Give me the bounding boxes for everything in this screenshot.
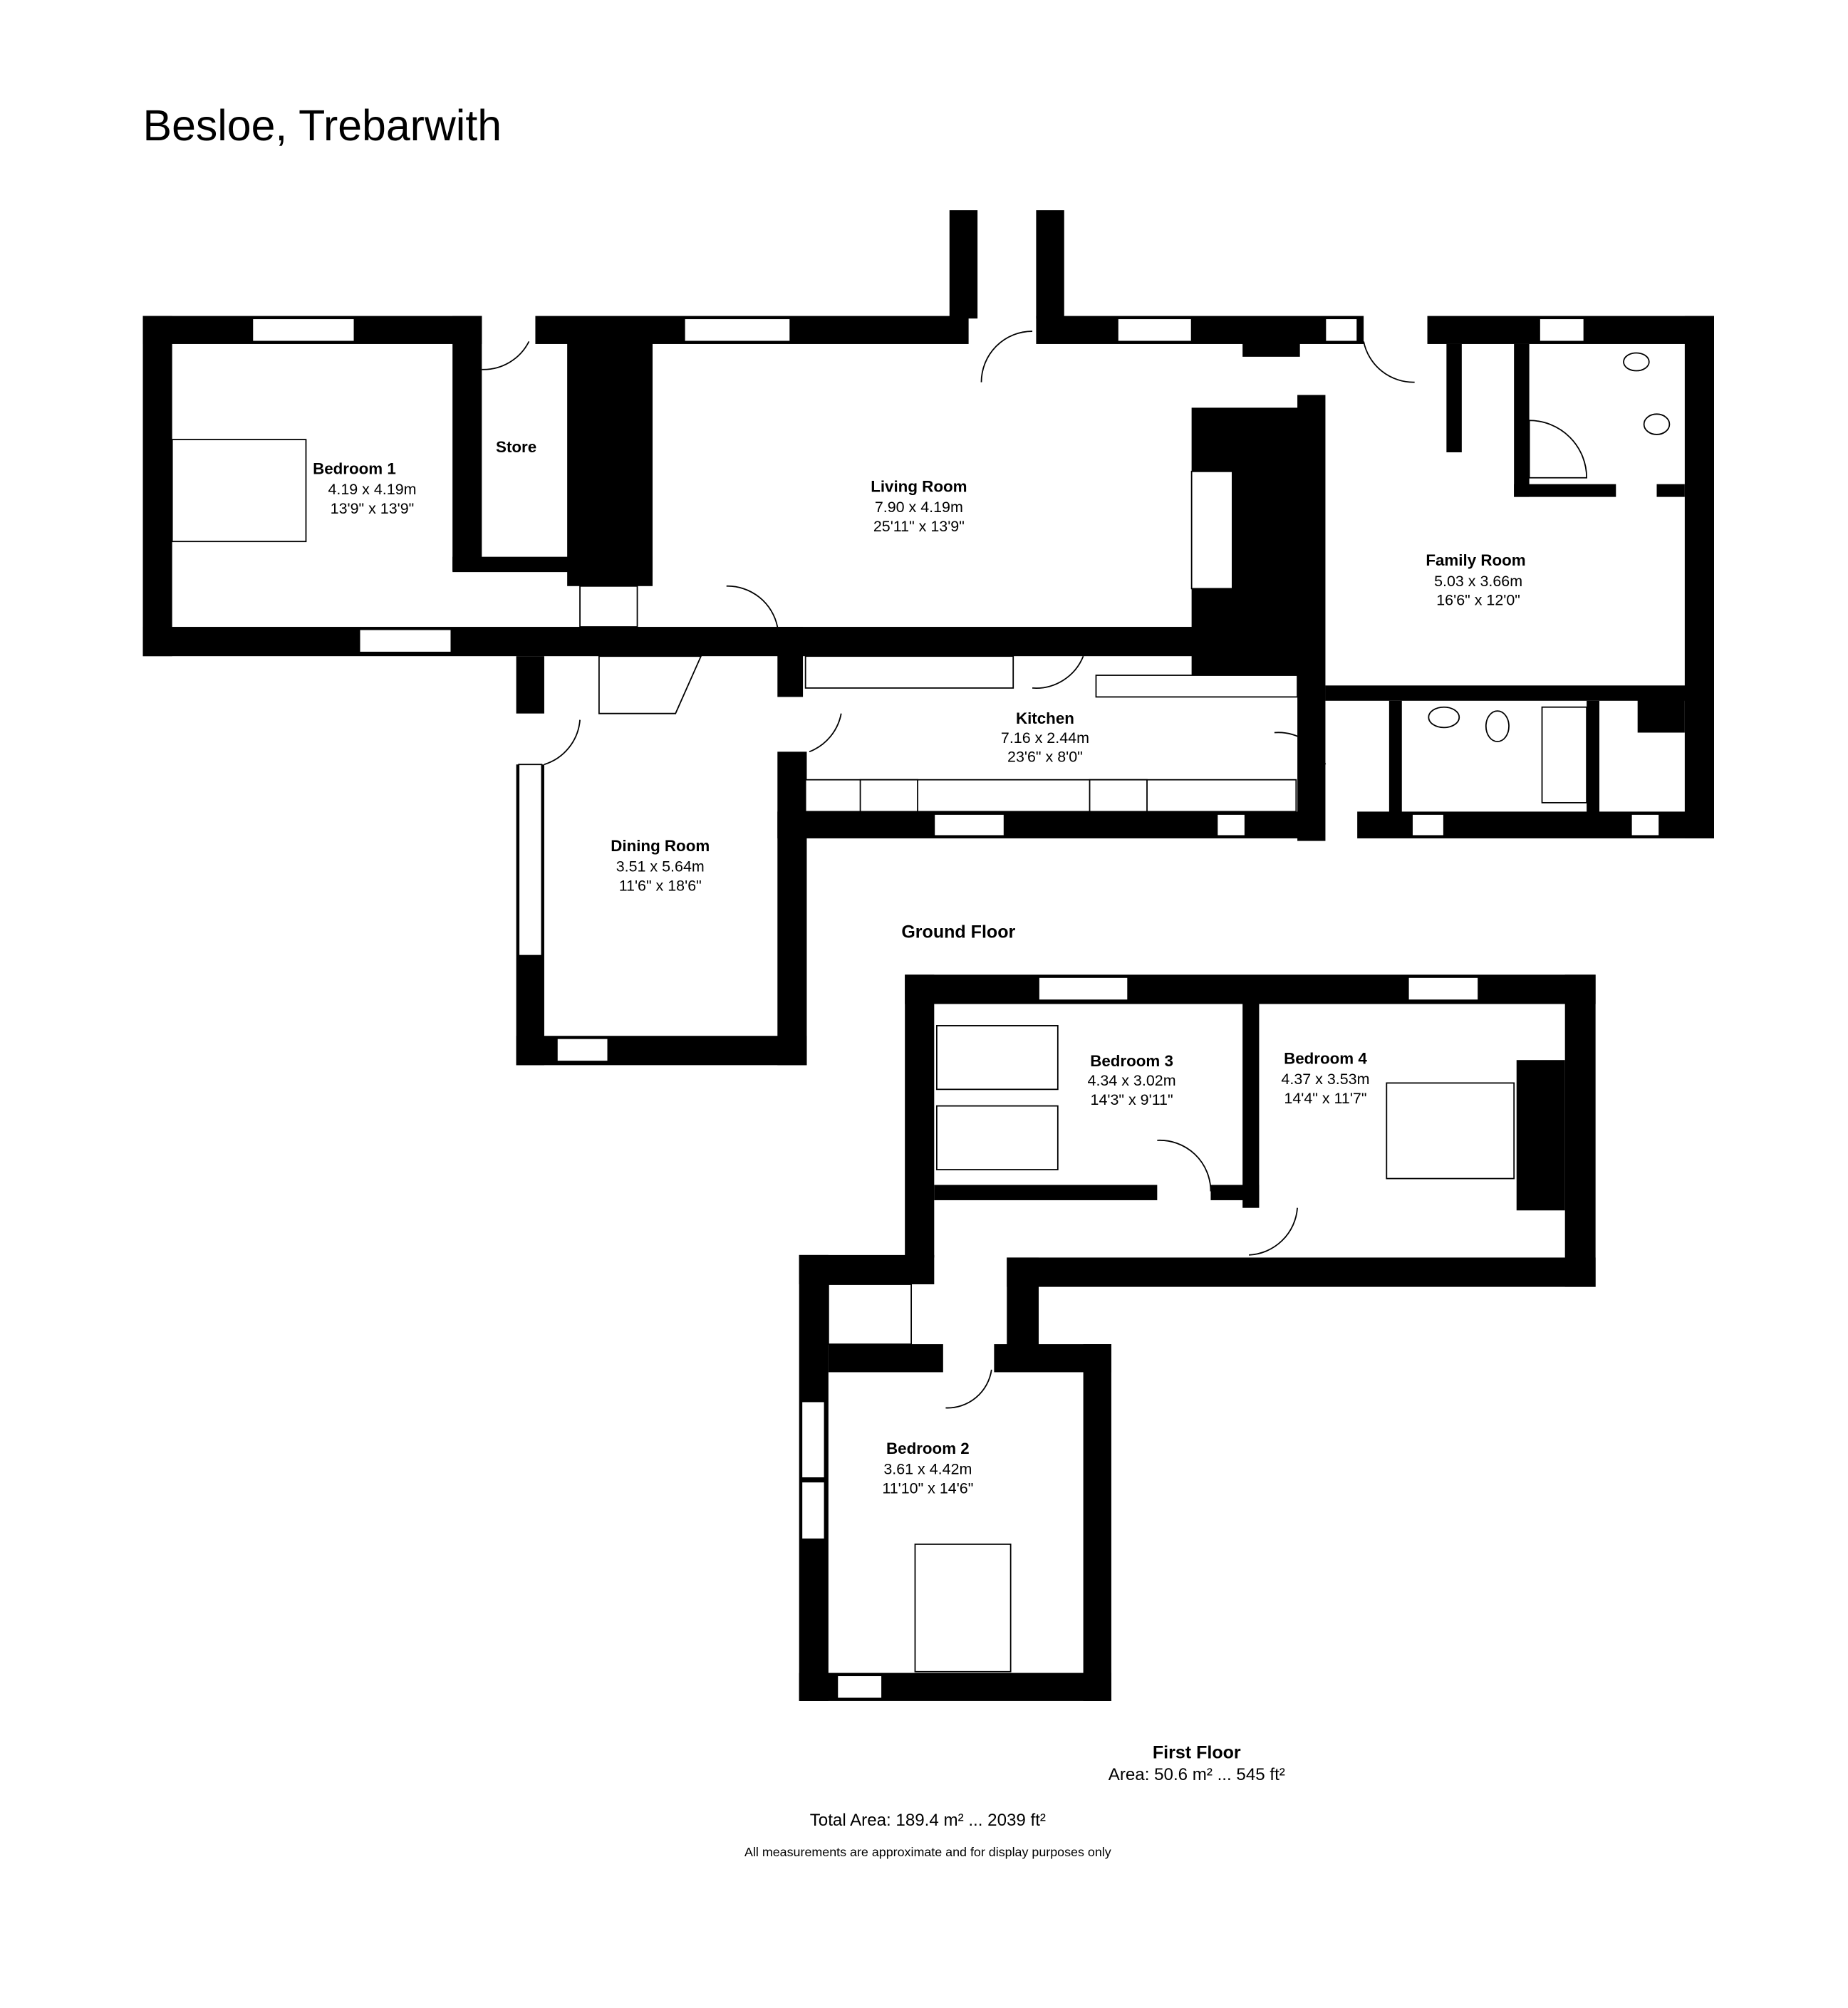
first-floor-windows (801, 977, 1479, 1700)
toilet-icon (1643, 413, 1671, 435)
door-swing-icon (945, 1139, 1298, 1409)
worktop-icon (804, 655, 1014, 689)
svg-text:Kitchen: Kitchen (1016, 709, 1074, 727)
svg-text:11'6" x 18'6": 11'6" x 18'6" (619, 877, 702, 894)
worktop-icon (1095, 675, 1298, 698)
room-label-living-room: Living Room 7.90 x 4.19m 25'11" x 13'9" (871, 477, 967, 534)
hob-icon (859, 779, 918, 813)
svg-text:Bedroom 3: Bedroom 3 (1090, 1052, 1173, 1070)
svg-text:Living Room: Living Room (871, 477, 967, 495)
svg-text:Bedroom 1: Bedroom 1 (313, 459, 396, 477)
door-swing-icon (482, 331, 1415, 766)
shower-icon (1528, 420, 1588, 479)
double-bed-icon (1386, 1082, 1515, 1180)
staircase-icon (579, 585, 638, 628)
room-label-bedroom-3: Bedroom 3 4.34 x 3.02m 14'3" x 9'11" (1088, 1052, 1176, 1108)
toilet-icon (1485, 710, 1510, 742)
ground-floor-fixtures (171, 331, 1671, 813)
room-label-dining-room: Dining Room 3.51 x 5.64m 11'6" x 18'6" (611, 837, 710, 894)
svg-text:16'6" x 12'0": 16'6" x 12'0" (1436, 592, 1520, 609)
svg-text:Bedroom 2: Bedroom 2 (886, 1440, 970, 1457)
single-bed-icon (935, 1025, 1059, 1091)
svg-text:Dining Room: Dining Room (611, 837, 710, 855)
double-bed-icon (914, 1544, 1012, 1673)
svg-text:14'4" x 11'7": 14'4" x 11'7" (1284, 1090, 1366, 1107)
svg-text:4.19 x 4.19m: 4.19 x 4.19m (328, 481, 416, 498)
room-label-family-room: Family Room 5.03 x 3.66m 16'6" x 12'0" (1426, 551, 1525, 608)
room-label-bedroom-4: Bedroom 4 4.37 x 3.53m 14'4" x 11'7" (1281, 1050, 1369, 1107)
svg-text:4.34 x 3.02m: 4.34 x 3.02m (1088, 1072, 1176, 1089)
basin-icon (1623, 352, 1650, 372)
svg-text:13'9" x 13'9": 13'9" x 13'9" (331, 500, 415, 517)
ground-floor-windows (251, 318, 1660, 1062)
ground-floor-label: Ground Floor (901, 922, 1015, 942)
first-floor-fixtures (827, 1025, 1515, 1673)
room-label-store: Store (496, 438, 536, 456)
svg-text:25'11" x 13'9": 25'11" x 13'9" (873, 518, 965, 535)
total-area: Total Area: 189.4 m² ... 2039 ft² (810, 1811, 1046, 1830)
svg-text:14'3" x 9'11": 14'3" x 9'11" (1091, 1091, 1173, 1108)
double-bed-icon (171, 439, 307, 543)
svg-text:4.37 x 3.53m: 4.37 x 3.53m (1281, 1071, 1369, 1088)
single-bed-icon (935, 1105, 1059, 1170)
svg-text:11'10" x 14'6": 11'10" x 14'6" (882, 1479, 973, 1497)
disclaimer: All measurements are approximate and for… (744, 1845, 1111, 1859)
room-label-kitchen: Kitchen 7.16 x 2.44m 23'6" x 8'0" (1001, 709, 1089, 766)
first-floor-area: Area: 50.6 m² ... 545 ft² (1109, 1765, 1285, 1784)
svg-text:5.03 x 3.66m: 5.03 x 3.66m (1434, 573, 1522, 590)
fireplace-icon (1190, 470, 1233, 590)
room-label-bedroom-2: Bedroom 2 3.61 x 4.42m 11'10" x 14'6" (882, 1440, 973, 1497)
shower-icon (1541, 706, 1588, 803)
room-label-bedroom-1: Bedroom 1 4.19 x 4.19m 13'9" x 13'9" (313, 459, 416, 516)
svg-text:3.51 x 5.64m: 3.51 x 5.64m (616, 858, 705, 875)
svg-text:7.90 x 4.19m: 7.90 x 4.19m (875, 499, 963, 516)
svg-text:Bedroom 4: Bedroom 4 (1284, 1050, 1367, 1068)
staircase-icon (827, 1284, 913, 1345)
property-title: Besloe, Trebarwith (143, 101, 502, 150)
basin-icon (1428, 706, 1460, 729)
svg-text:3.61 x 4.42m: 3.61 x 4.42m (883, 1461, 972, 1478)
staircase-icon (598, 655, 702, 714)
first-floor-label: First Floor (1153, 1742, 1241, 1762)
svg-text:23'6" x 8'0": 23'6" x 8'0" (1007, 749, 1083, 766)
svg-text:Family Room: Family Room (1426, 551, 1525, 569)
svg-text:7.16 x 2.44m: 7.16 x 2.44m (1001, 729, 1089, 747)
sink-icon (1089, 779, 1148, 813)
